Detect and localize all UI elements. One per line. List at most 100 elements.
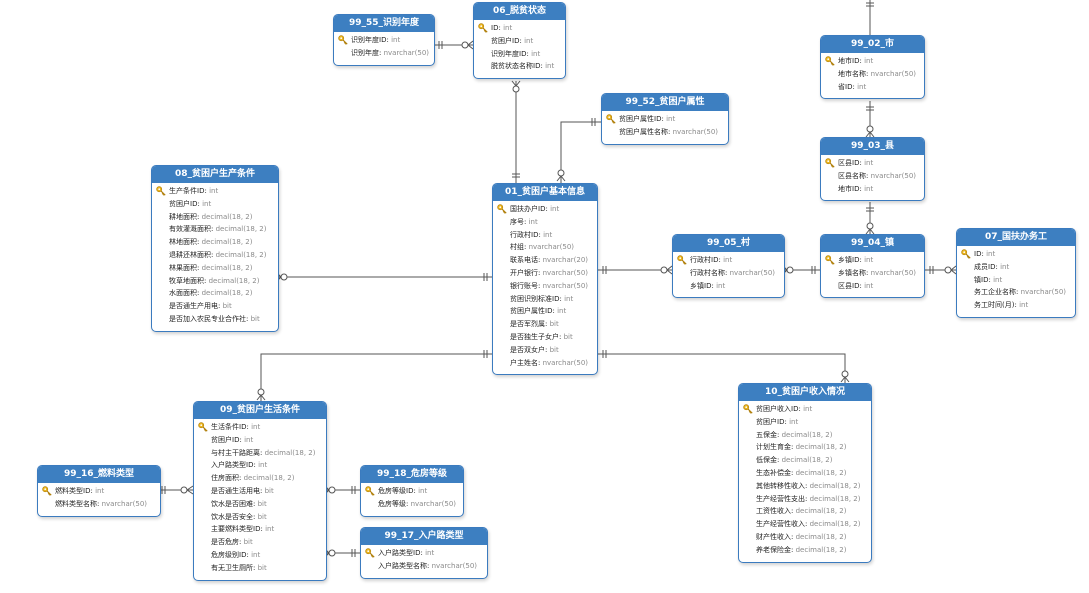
column-row[interactable]: 省ID: int bbox=[821, 81, 924, 94]
column-row[interactable]: 地市名称: nvarchar(50) bbox=[821, 68, 924, 81]
column-row[interactable]: 识别年度: nvarchar(50) bbox=[334, 47, 434, 60]
column-row[interactable]: 贫困户ID: int bbox=[474, 35, 565, 48]
column-row[interactable]: 贫困户ID: int bbox=[152, 198, 278, 211]
column-row[interactable]: 区县名称: nvarchar(50) bbox=[821, 170, 924, 183]
column-row[interactable]: 脱贫状态名称ID: int bbox=[474, 60, 565, 73]
column-row[interactable]: 是否军烈属: bit bbox=[493, 318, 597, 331]
column-row[interactable]: 是否通生活用电: bit bbox=[194, 485, 326, 498]
column-row[interactable]: 工资性收入: decimal(18, 2) bbox=[739, 505, 871, 518]
column-row[interactable]: 林果面积: decimal(18, 2) bbox=[152, 262, 278, 275]
column-row[interactable]: 贫困户收入ID: int bbox=[739, 403, 871, 416]
column-name: 生活条件ID bbox=[211, 423, 247, 431]
column-row[interactable]: 是否独生子女户: bit bbox=[493, 331, 597, 344]
column-row[interactable]: 生产条件ID: int bbox=[152, 185, 278, 198]
column-row[interactable]: 危房等级ID: int bbox=[361, 485, 463, 498]
column-row[interactable]: ID: int bbox=[957, 248, 1075, 261]
column-row[interactable]: 村组: nvarchar(50) bbox=[493, 241, 597, 254]
column-row[interactable]: 区县ID: int bbox=[821, 280, 924, 293]
column-row[interactable]: 饮水是否困难: bit bbox=[194, 498, 326, 511]
column-row[interactable]: 是否加入农民专业合作社: bit bbox=[152, 313, 278, 326]
column-type: nvarchar(50) bbox=[410, 499, 457, 508]
column-row[interactable]: 序号: int bbox=[493, 216, 597, 229]
column-row[interactable]: 主要燃料类型ID: int bbox=[194, 523, 326, 536]
column-row[interactable]: 地市ID: int bbox=[821, 183, 924, 196]
column-row[interactable]: 识别年度ID: int bbox=[334, 34, 434, 47]
column-row[interactable]: 生活条件ID: int bbox=[194, 421, 326, 434]
column-row[interactable]: 入户路类型名称: nvarchar(50) bbox=[361, 560, 487, 573]
column-row[interactable]: 燃料类型名称: nvarchar(50) bbox=[38, 498, 160, 511]
column-row[interactable]: 低保金: decimal(18, 2) bbox=[739, 454, 871, 467]
column-row[interactable]: 贫困户属性ID: int bbox=[602, 113, 728, 126]
column-row[interactable]: 户主姓名: nvarchar(50) bbox=[493, 357, 597, 370]
column-row[interactable]: 危房级别ID: int bbox=[194, 549, 326, 562]
column-row[interactable]: 退耕还林面积: decimal(18, 2) bbox=[152, 249, 278, 262]
column-row[interactable]: 务工企业名称: nvarchar(50) bbox=[957, 286, 1075, 299]
column-row[interactable]: 务工时间(月): int bbox=[957, 299, 1075, 312]
column-row[interactable]: 住房面积: decimal(18, 2) bbox=[194, 472, 326, 485]
column-row[interactable]: 生产经营性收入: decimal(18, 2) bbox=[739, 518, 871, 531]
column-row[interactable]: 识别年度ID: int bbox=[474, 48, 565, 61]
column-row[interactable]: 计划生育金: decimal(18, 2) bbox=[739, 441, 871, 454]
column-row[interactable]: 银行账号: nvarchar(50) bbox=[493, 280, 597, 293]
column-row[interactable]: 是否双女户: bit bbox=[493, 344, 597, 357]
column-separator: : bbox=[90, 487, 96, 495]
column-row[interactable]: 贫困户ID: int bbox=[739, 416, 871, 429]
column-row[interactable]: 饮水是否安全: bit bbox=[194, 511, 326, 524]
rel-09-9918 bbox=[324, 485, 360, 495]
column-row[interactable]: 牧草地面积: decimal(18, 2) bbox=[152, 275, 278, 288]
column-row[interactable]: 贫困识别标准ID: int bbox=[493, 293, 597, 306]
column-row[interactable]: 行政村ID: int bbox=[673, 254, 784, 267]
column-row[interactable]: 贫困户ID: int bbox=[194, 434, 326, 447]
column-row[interactable]: 生产经营性支出: decimal(18, 2) bbox=[739, 493, 871, 506]
column-row[interactable]: 贫困户属性名称: nvarchar(50) bbox=[602, 126, 728, 139]
column-row[interactable]: 乡镇ID: int bbox=[673, 280, 784, 293]
column-row[interactable]: ID: int bbox=[474, 22, 565, 35]
column-separator: : bbox=[559, 332, 564, 341]
column-row[interactable]: 行政村ID: int bbox=[493, 229, 597, 242]
column-row[interactable]: 乡镇ID: int bbox=[821, 254, 924, 267]
column-row[interactable]: 是否通生产用电: bit bbox=[152, 300, 278, 313]
column-row[interactable]: 有无卫生厕所: bit bbox=[194, 562, 326, 575]
column-row[interactable]: 与村主干路距离: decimal(18, 2) bbox=[194, 447, 326, 460]
column-row[interactable]: 地市ID: int bbox=[821, 55, 924, 68]
column-row[interactable]: 联系电话: nvarchar(20) bbox=[493, 254, 597, 267]
column-row[interactable]: 其他转移性收入: decimal(18, 2) bbox=[739, 480, 871, 493]
column-row[interactable]: 是否危房: bit bbox=[194, 536, 326, 549]
column-row[interactable]: 行政村名称: nvarchar(50) bbox=[673, 267, 784, 280]
column-row[interactable]: 财产性收入: decimal(18, 2) bbox=[739, 531, 871, 544]
column-row[interactable]: 镇ID: int bbox=[957, 274, 1075, 287]
column-row[interactable]: 贫困户属性ID: int bbox=[493, 305, 597, 318]
column-row[interactable]: 燃料类型ID: int bbox=[38, 485, 160, 498]
column-row[interactable]: 乡镇名称: nvarchar(50) bbox=[821, 267, 924, 280]
column-row[interactable]: 开户银行: nvarchar(50) bbox=[493, 267, 597, 280]
column-row[interactable]: 入户路类型ID: int bbox=[194, 459, 326, 472]
column-row[interactable]: 有效灌溉面积: decimal(18, 2) bbox=[152, 223, 278, 236]
column-type: int bbox=[550, 205, 560, 213]
column-row[interactable]: 五保金: decimal(18, 2) bbox=[739, 429, 871, 442]
column-row[interactable]: 水面面积: decimal(18, 2) bbox=[152, 287, 278, 300]
column-row[interactable]: 危房等级: nvarchar(50) bbox=[361, 498, 463, 511]
column-row[interactable]: 入户路类型ID: int bbox=[361, 547, 487, 560]
column-row[interactable]: 区县ID: int bbox=[821, 157, 924, 170]
column-row[interactable]: 耕地面积: decimal(18, 2) bbox=[152, 211, 278, 224]
column-row[interactable]: 成员ID: int bbox=[957, 261, 1075, 274]
column-row[interactable]: 国扶办户ID: int bbox=[493, 203, 597, 216]
column-row[interactable]: 林地面积: decimal(18, 2) bbox=[152, 236, 278, 249]
column-row[interactable]: 生态补偿金: decimal(18, 2) bbox=[739, 467, 871, 480]
column-row[interactable]: 养老保险金: decimal(18, 2) bbox=[739, 544, 871, 557]
